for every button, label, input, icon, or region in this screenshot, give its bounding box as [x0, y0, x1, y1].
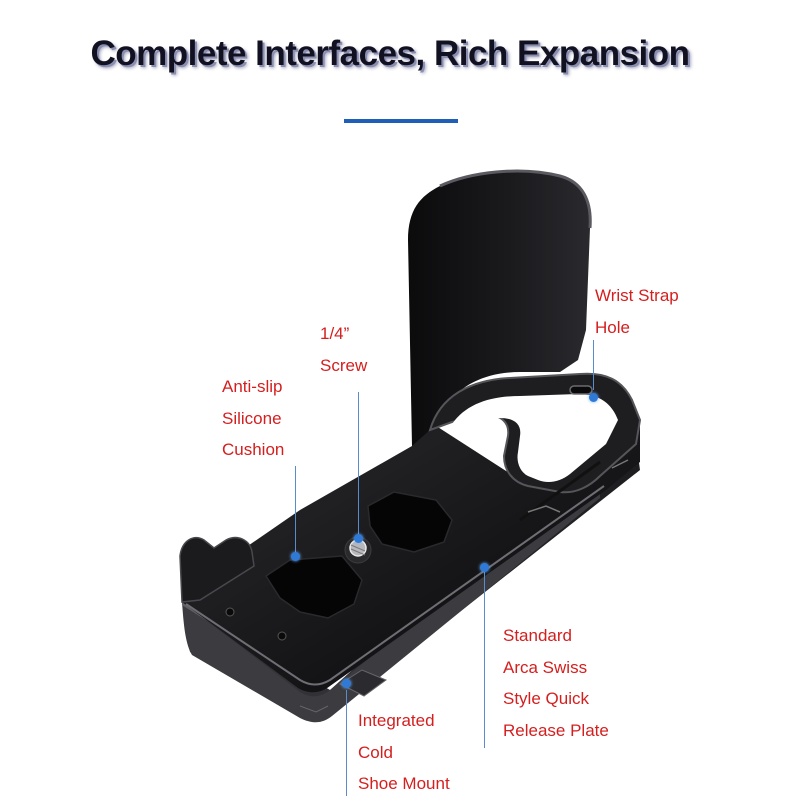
- callout-wrist-strap-label: Wrist Strap Hole: [595, 280, 679, 343]
- callout-arca-swiss-label: Standard Arca Swiss Style Quick Release …: [503, 620, 609, 746]
- callout-arca-swiss-line-2: Arca Swiss: [503, 657, 588, 677]
- callout-screw-label: 1/4” Screw: [320, 318, 367, 381]
- callout-shoe-mount-leader: [346, 690, 347, 796]
- callout-arca-swiss-line-1: Standard: [503, 626, 572, 645]
- callout-shoe-mount-line-3: Shoe Mount: [358, 774, 450, 793]
- callout-wrist-strap-line-2: Hole: [595, 317, 630, 337]
- callout-wrist-strap-leader: [593, 340, 594, 390]
- callout-anti-slip-leader: [295, 466, 296, 554]
- callout-arca-swiss-line-4: Release Plate: [503, 720, 609, 740]
- callout-anti-slip-label: Anti-slip Silicone Cushion: [222, 371, 284, 466]
- callout-arca-swiss-dot: [480, 563, 489, 572]
- callout-arca-swiss-leader: [484, 572, 485, 748]
- callout-screw-line-2: Screw: [320, 355, 368, 375]
- callout-shoe-mount-dot: [342, 679, 351, 688]
- callout-arca-swiss-line-3: Style Quick: [503, 689, 589, 708]
- callout-anti-slip-dot: [291, 552, 300, 561]
- callout-anti-slip-line-3: Cushion: [222, 440, 285, 459]
- callout-anti-slip-line-1: Anti-slip: [222, 377, 283, 396]
- callout-shoe-mount-label: Integrated Cold Shoe Mount: [358, 705, 450, 800]
- page-title: Complete Interfaces, Rich Expansion: [90, 34, 690, 73]
- callout-screw-leader: [358, 392, 359, 536]
- callout-wrist-strap-dot: [589, 393, 598, 402]
- callout-screw-line-1: 1/4”: [320, 324, 350, 343]
- callout-wrist-strap-line-1: Wrist Strap: [595, 286, 679, 305]
- callout-shoe-mount-line-1: Integrated: [358, 711, 435, 730]
- callout-anti-slip-line-2: Silicone: [222, 408, 282, 428]
- callout-shoe-mount-line-2: Cold: [358, 742, 393, 762]
- callout-screw-dot: [354, 534, 363, 543]
- title-underline: [344, 119, 458, 123]
